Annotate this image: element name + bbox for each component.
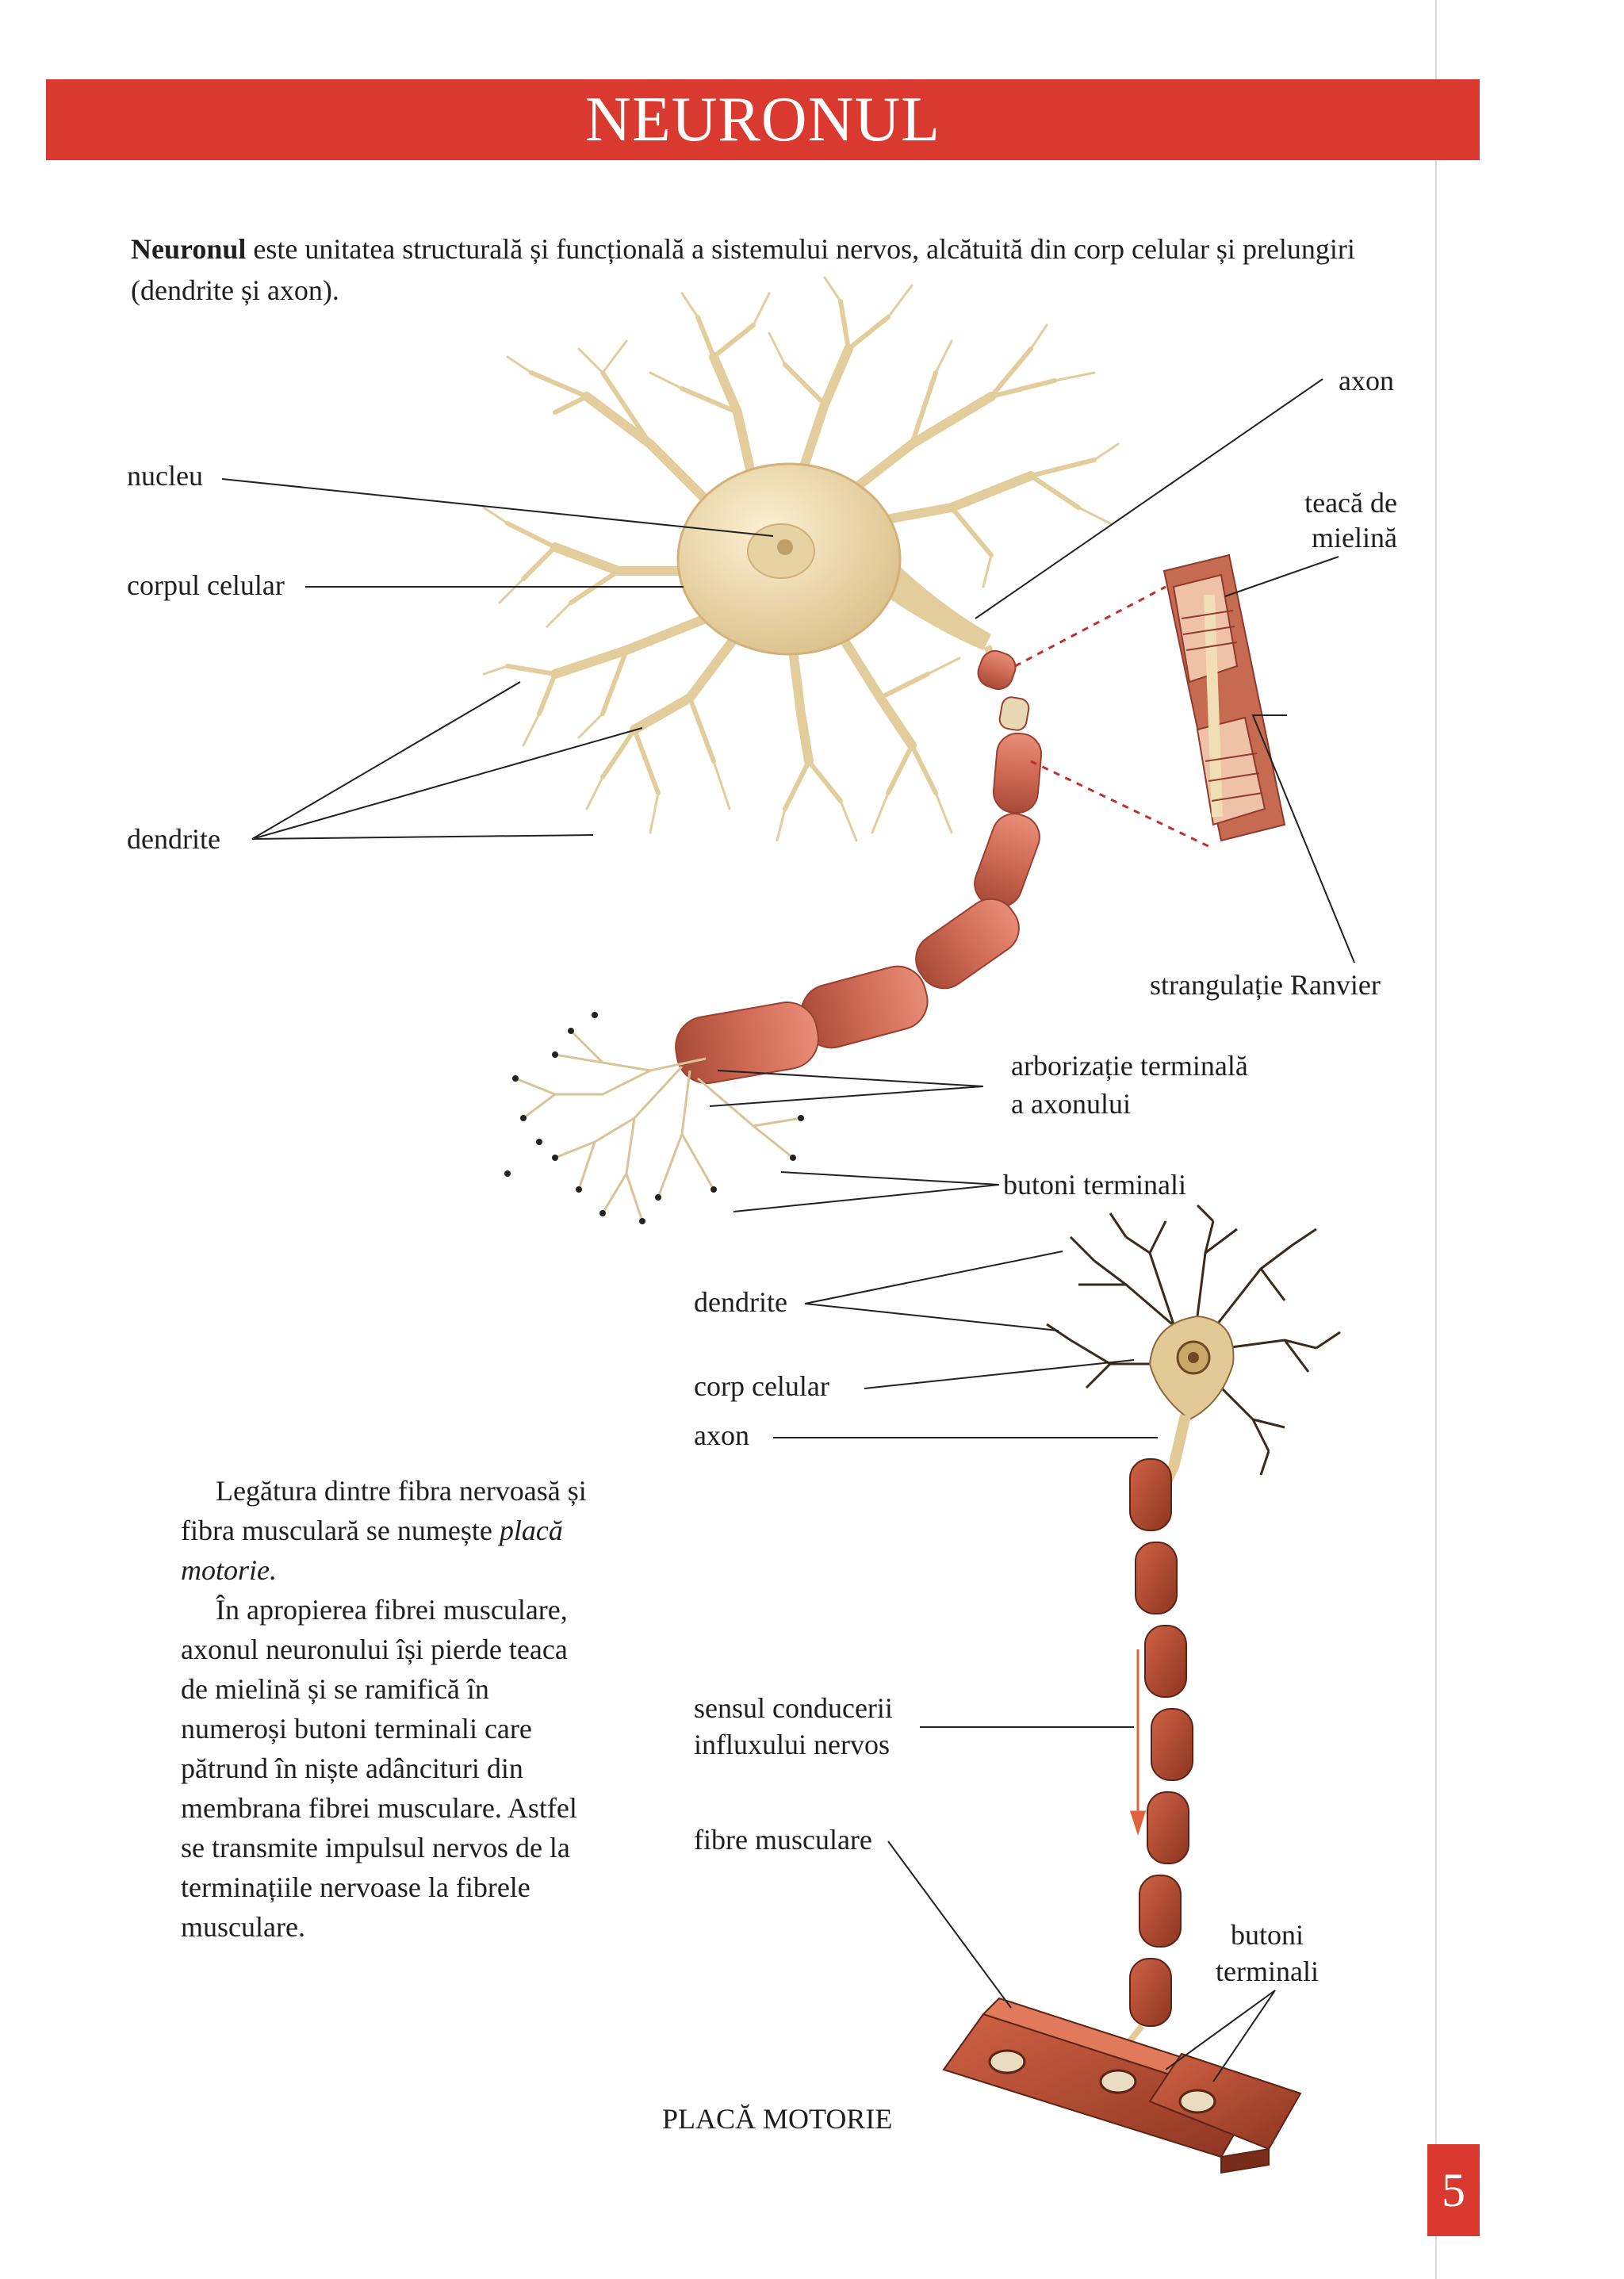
label-axon-bottom: axon: [694, 1419, 749, 1451]
label-sensul-line1: sensul conducerii: [694, 1692, 893, 1724]
conduction-arrow: [1129, 1649, 1147, 1836]
label-butoni-line1: butoni: [1230, 1919, 1304, 1951]
label-corpul-celular: corpul celular: [127, 569, 285, 601]
inset-dashed-lines: [1014, 585, 1214, 850]
intro-lead: Neuronul: [131, 233, 247, 265]
side-text: Legătura dintre fibra nervoasă și fibra …: [181, 1471, 593, 1947]
axon-arborization: [515, 1029, 802, 1222]
nucleolus: [777, 539, 793, 555]
label-corp-celular-bottom: corp celular: [694, 1370, 829, 1402]
side-paragraph-2: În apropierea fibrei musculare, axonul n…: [181, 1594, 577, 1943]
label-placa-motorie: PLACĂ MOTORIE: [662, 2103, 893, 2135]
myelin-chain-bottom: [1129, 1458, 1193, 2027]
terminal-buttons-bottom: [988, 2049, 1216, 2114]
terminal-buttons-top: [504, 1012, 804, 1224]
label-sensul-line2: influxului nervos: [694, 1729, 890, 1760]
label-butoni-terminali-top: butoni terminali: [1003, 1169, 1186, 1201]
dendrites-bottom: [1046, 1204, 1341, 1476]
page-number-tab: 5: [1427, 2144, 1480, 2236]
myelin-inset: [1162, 553, 1286, 842]
label-teaca-line1: teacă de: [1304, 487, 1397, 519]
muscle-fibers: [942, 1997, 1302, 2174]
label-axon-top: axon: [1339, 365, 1394, 396]
label-fibre-musculare: fibre musculare: [694, 1824, 872, 1856]
page-edge-line: [1435, 0, 1437, 2279]
label-nucleu: nucleu: [127, 460, 203, 492]
title-band: NEURONUL: [46, 79, 1480, 160]
axon-hillock: [872, 555, 991, 650]
label-dendrite-bottom: dendrite: [694, 1286, 787, 1318]
label-dendrite-top: dendrite: [127, 823, 220, 855]
side-paragraph-1: Legătura dintre fibra nervoasă și fibra …: [181, 1475, 587, 1586]
label-arborizatie-line1: arborizație terminală: [1011, 1050, 1248, 1082]
intro-paragraph: Neuronul este unitatea structurală și fu…: [131, 228, 1400, 311]
dendrites-top: [482, 276, 1120, 842]
page-number: 5: [1442, 2164, 1465, 2216]
label-teaca-line2: mielină: [1312, 522, 1397, 553]
myelinated-axon: [675, 644, 1043, 1084]
label-arborizatie-line2: a axonului: [1011, 1088, 1131, 1120]
intro-text: este unitatea structurală și funcțională…: [131, 233, 1355, 306]
label-strangulatie-ranvier: strangulație Ranvier: [1150, 969, 1381, 1001]
label-butoni-line2: terminali: [1216, 1955, 1319, 1987]
cell-body-bottom: [1148, 1315, 1235, 1486]
page-title: NEURONUL: [585, 85, 940, 155]
leader-lines: [221, 378, 1355, 2082]
cell-body-top: [676, 462, 902, 656]
